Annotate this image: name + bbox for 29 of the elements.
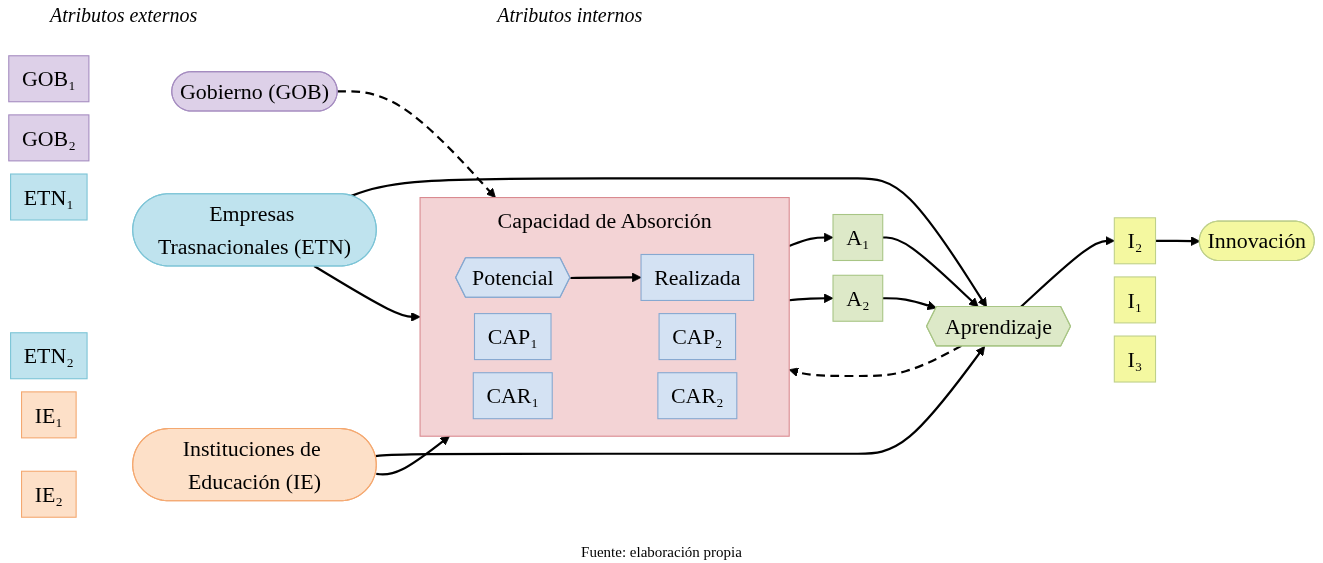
node-box: CAR₂	[657, 372, 738, 420]
node-box: GOB₁	[8, 55, 90, 103]
arrow	[570, 272, 642, 283]
node-box: I₁	[1113, 276, 1157, 324]
node-box: GOB₂	[8, 114, 90, 162]
section-heading: Atributos internos	[497, 4, 643, 27]
node-box: CAR₁	[472, 372, 553, 420]
node-box: CAP₁	[473, 313, 552, 361]
caption: Fuente: elaboración propia	[580, 543, 743, 562]
node-box: A₂	[832, 274, 884, 322]
arrow	[882, 236, 979, 308]
node-box: IE₁	[21, 391, 77, 439]
node-box: ETN₂	[10, 332, 88, 380]
arrow	[882, 297, 937, 311]
node-box: I₂	[1113, 217, 1157, 265]
node-box: I₃	[1113, 335, 1157, 383]
node-box: IE₂	[21, 470, 77, 518]
arrow	[1020, 235, 1115, 308]
arrow	[313, 265, 421, 322]
section-heading: Atributos externos	[50, 4, 198, 27]
node-box: Realizada	[640, 253, 755, 301]
arrow	[350, 177, 987, 308]
arrow	[789, 293, 834, 304]
arrow	[376, 435, 450, 476]
arrow	[337, 90, 496, 198]
node-box: CAP₂	[658, 313, 737, 361]
node-box: ETN₁	[10, 173, 88, 221]
arrow	[375, 346, 985, 458]
node-box: A₁	[832, 213, 884, 262]
